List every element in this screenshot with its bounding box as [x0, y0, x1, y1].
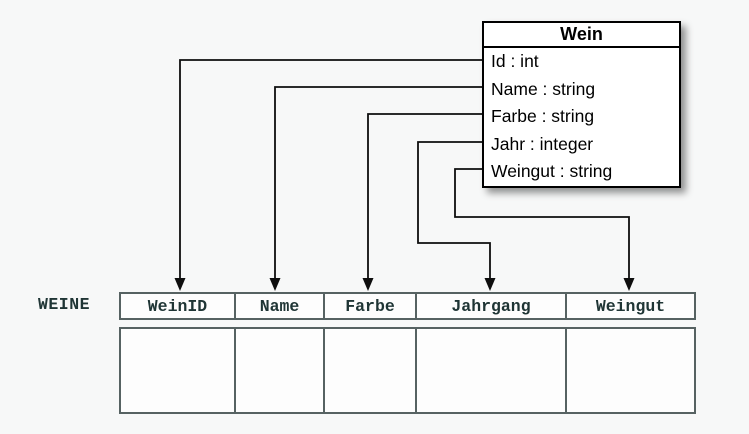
connector-farbe-to-farbe: [362, 113, 482, 291]
connector-line: [367, 113, 482, 280]
connector-line: [274, 86, 482, 280]
table-body-row: [119, 327, 696, 414]
body-cell-farbe: [323, 329, 415, 412]
table-name-label: WEINE: [38, 295, 91, 314]
column-header-name: Name: [234, 294, 323, 318]
body-cell-name: [234, 329, 323, 412]
body-cell-jahrgang: [415, 329, 565, 412]
connector-line: [179, 59, 482, 280]
body-cell-weinid: [121, 329, 234, 412]
uml-attribute-id: Id : int: [491, 51, 539, 71]
body-cell-weingut: [565, 329, 694, 412]
arrow-down-icon: [269, 278, 281, 291]
connector-id-to-weinid: [174, 59, 482, 291]
uml-attribute-jahr: Jahr : integer: [491, 133, 594, 154]
arrow-down-icon: [362, 278, 374, 291]
arrow-down-icon: [174, 278, 186, 291]
table-header-row: WeinID Name Farbe Jahrgang Weingut: [119, 292, 696, 320]
uml-class-title: Wein: [484, 23, 679, 48]
column-header-farbe: Farbe: [323, 294, 415, 318]
connector-line: [417, 141, 491, 280]
arrow-down-icon: [484, 278, 496, 291]
arrow-down-icon: [623, 278, 635, 291]
uml-attribute-name: Name : string: [491, 78, 596, 99]
uml-attribute-list: Id : int Name : string Farbe : string Ja…: [484, 48, 679, 186]
column-header-weingut: Weingut: [565, 294, 694, 318]
uml-attribute-farbe: Farbe : string: [491, 106, 595, 126]
uml-attribute-weingut: Weingut : string: [491, 161, 613, 181]
connector-name-to-name: [269, 86, 482, 291]
column-header-jahrgang: Jahrgang: [415, 294, 565, 318]
uml-class-wein: Wein Id : int Name : string Farbe : stri…: [482, 21, 681, 188]
column-header-weinid: WeinID: [147, 296, 208, 316]
